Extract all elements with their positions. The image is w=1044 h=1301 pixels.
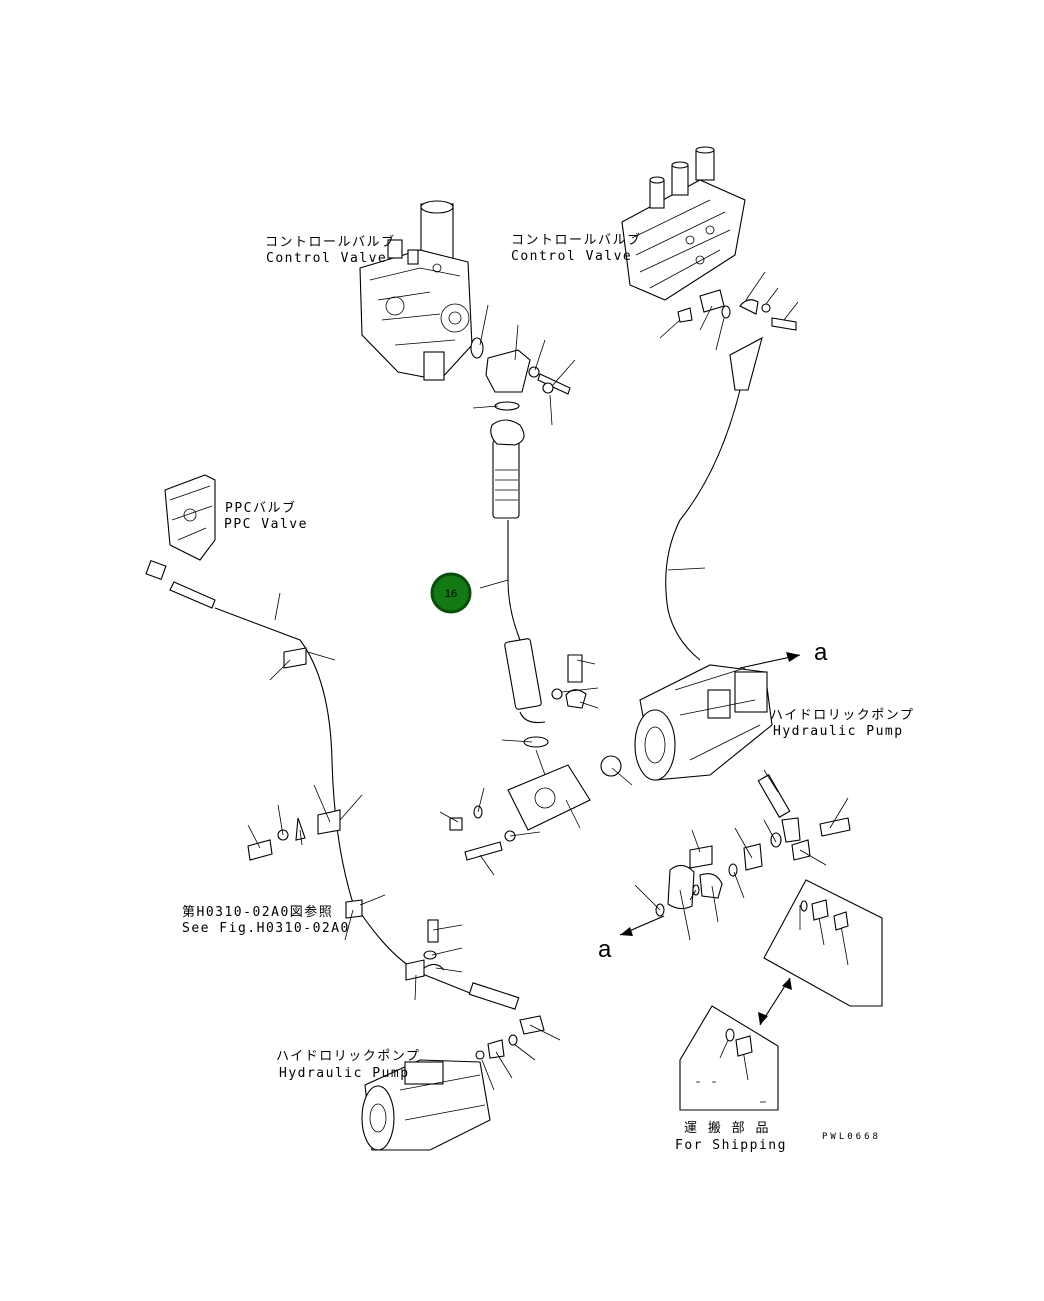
shipping-box-upper	[763, 879, 883, 1007]
control-valve-left	[359, 200, 473, 381]
label-jp: 運 搬 部 品	[684, 1121, 770, 1136]
label-en: PPC Valve	[224, 517, 308, 532]
label-hydraulic-pump-left: ハイドロリックポンプ Hydraulic Pump	[276, 1049, 420, 1081]
ppc-valve	[145, 474, 216, 609]
label-en: Control Valve	[511, 249, 632, 264]
reference-a-top: a	[814, 639, 828, 666]
label-en: Hydraulic Pump	[773, 724, 904, 739]
label-control-valve-right: コントロールバルブ Control Valve	[511, 232, 642, 264]
drawing-code: PWL0668	[822, 1132, 881, 1142]
callout-circle[interactable]	[430, 572, 472, 614]
label-ppc-valve: PPCバルブ PPC Valve	[224, 500, 308, 532]
reference-a-bottom: a	[598, 936, 612, 963]
label-en: Hydraulic Pump	[279, 1066, 410, 1081]
reference-arrows	[619, 652, 801, 1026]
hydraulic-pump-left	[361, 1059, 491, 1151]
hydraulic-pump-right	[634, 664, 773, 781]
small-parts	[247, 289, 851, 1060]
label-control-valve-left: コントロールバルブ Control Valve	[265, 234, 396, 266]
label-en: See Fig.H0310-02A0	[182, 921, 350, 936]
callout-part-16[interactable]: 16	[430, 572, 472, 614]
label-en: Control Valve	[266, 251, 387, 266]
label-jp: コントロールバルブ	[511, 232, 642, 248]
hoses	[214, 336, 801, 1010]
shipping-box-lower	[679, 1005, 779, 1111]
label-jp: 第H0310-02A0図参照	[182, 904, 333, 920]
label-see-figure: 第H0310-02A0図参照 See Fig.H0310-02A0	[182, 904, 350, 936]
label-for-shipping: 運 搬 部 品 For Shipping	[675, 1121, 787, 1153]
label-en: For Shipping	[675, 1138, 787, 1153]
leader-lines	[247, 271, 849, 1091]
label-jp: コントロールバルブ	[265, 234, 396, 250]
label-hydraulic-pump-right: ハイドロリックポンプ Hydraulic Pump	[770, 708, 914, 739]
label-jp: PPCバルブ	[225, 500, 296, 516]
label-jp: ハイドロリックポンプ	[276, 1049, 420, 1064]
callout-number[interactable]: 16	[445, 588, 457, 600]
control-valve-right	[621, 146, 746, 301]
label-jp: ハイドロリックポンプ	[770, 708, 914, 723]
